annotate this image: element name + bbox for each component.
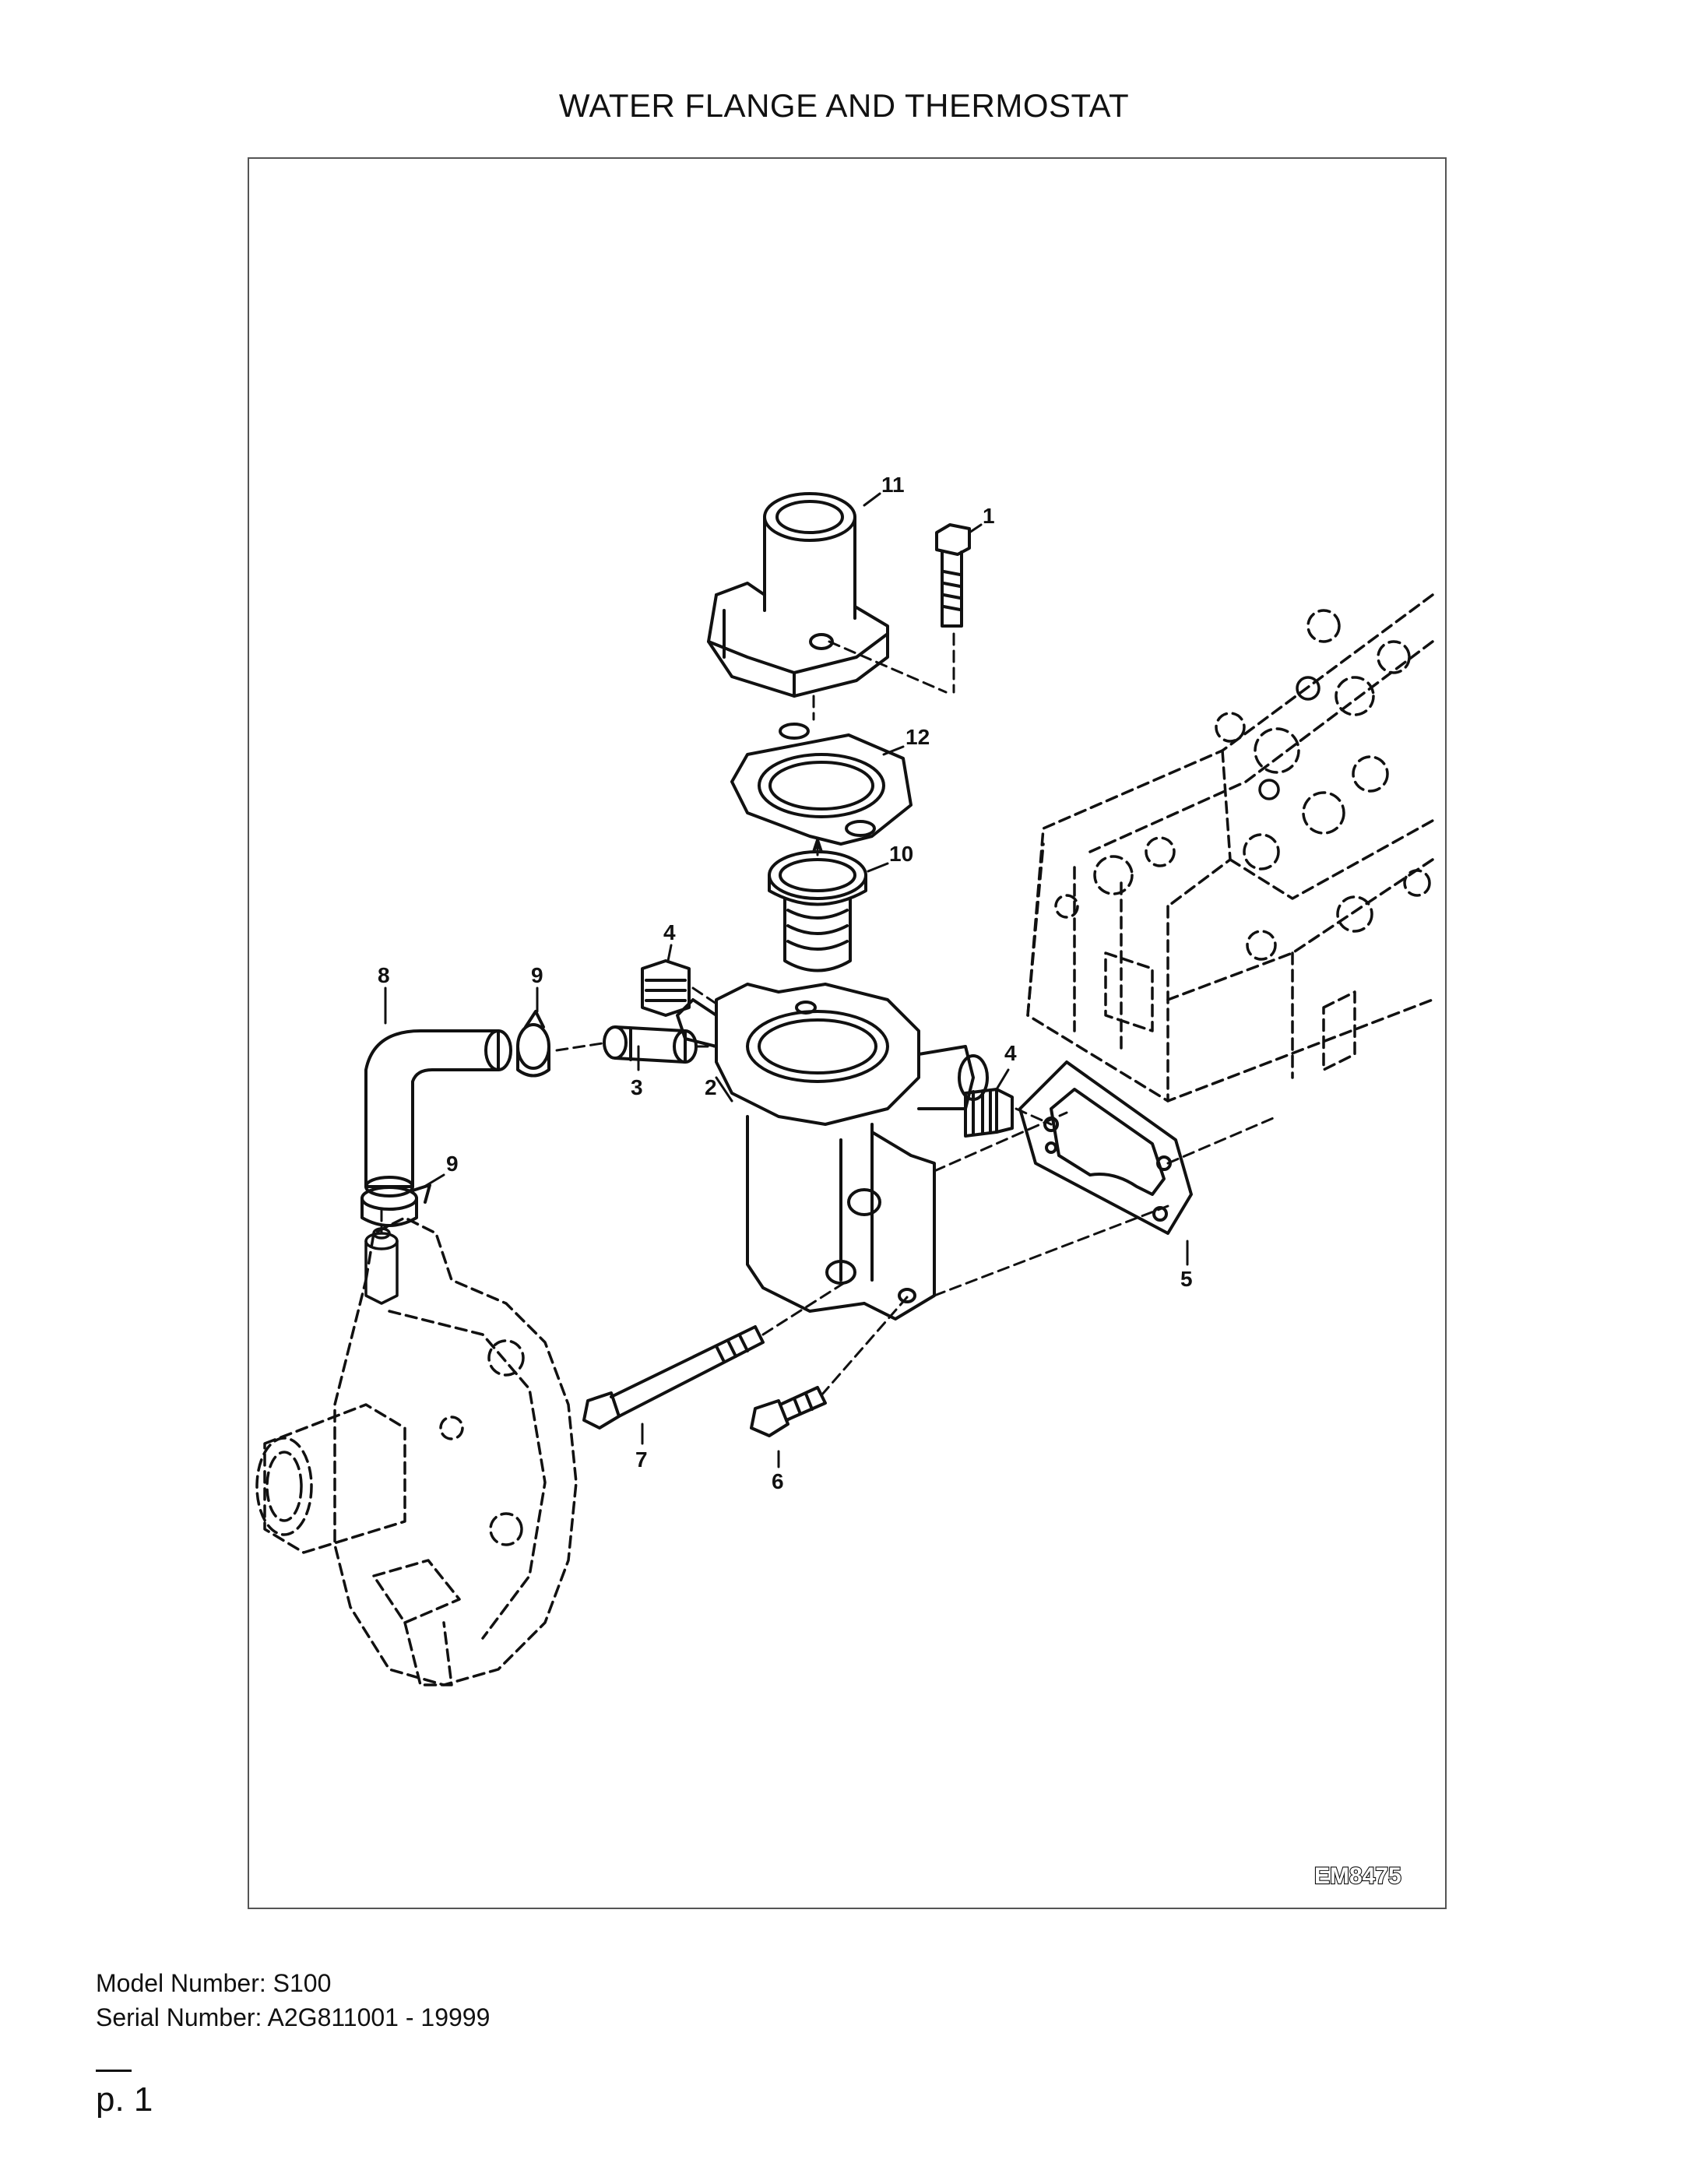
callout-leaders xyxy=(384,492,1189,1468)
water-pump-outline xyxy=(255,1216,578,1686)
part-4-plug-right xyxy=(964,1088,1014,1138)
page-number: p. 1 xyxy=(96,2080,153,2119)
page-rule xyxy=(96,2070,132,2072)
callout-5: 5 xyxy=(1180,1267,1193,1291)
part-8-hose xyxy=(364,1029,512,1198)
callout-7: 7 xyxy=(635,1447,648,1472)
part-6-short-bolt xyxy=(750,1386,827,1437)
cylinder-head-solid-ports xyxy=(1258,676,1321,800)
part-5-gasket xyxy=(1018,1060,1193,1235)
serial-number: Serial Number: A2G811001 - 19999 xyxy=(96,2003,491,2031)
callout-4-right: 4 xyxy=(1004,1041,1017,1065)
part-1-bolt xyxy=(935,523,971,628)
cylinder-head-outline xyxy=(1026,593,1434,1103)
drawing-code: EM8475 xyxy=(1314,1863,1401,1889)
callout-2: 2 xyxy=(705,1075,717,1099)
part-7-long-bolt xyxy=(582,1325,765,1430)
callout-3: 3 xyxy=(631,1075,643,1099)
callout-12: 12 xyxy=(906,725,930,749)
callout-4-upper: 4 xyxy=(663,920,676,944)
callout-8: 8 xyxy=(378,963,390,987)
callout-9-lower: 9 xyxy=(446,1152,459,1176)
model-number: Model Number: S100 xyxy=(96,1969,332,1997)
alignment-lines xyxy=(380,632,1278,1397)
water-pump-nipple xyxy=(364,1227,399,1305)
callout-9-upper: 9 xyxy=(531,963,543,987)
diagram-frame: 11 1 12 10 4 4 3 2 8 9 9 5 7 6 EM8475 xyxy=(248,157,1447,1909)
part-11-water-outlet xyxy=(707,492,889,698)
part-9-clamp-lower xyxy=(360,1183,431,1227)
part-10-thermostat xyxy=(768,839,867,972)
part-12-gasket xyxy=(730,723,913,846)
part-3-pipe xyxy=(603,1025,698,1064)
part-4-plug-left xyxy=(641,959,691,1017)
callout-6: 6 xyxy=(772,1469,784,1493)
callout-11: 11 xyxy=(881,473,905,497)
page-title: WATER FLANGE AND THERMOSTAT xyxy=(558,87,1130,124)
exploded-parts-diagram: 11 1 12 10 4 4 3 2 8 9 9 5 7 6 EM8475 xyxy=(255,473,1434,1890)
callout-1: 1 xyxy=(983,504,995,528)
model-info: Model Number: S100 Serial Number: A2G811… xyxy=(96,1966,490,2035)
part-2-housing xyxy=(676,983,989,1321)
callout-10: 10 xyxy=(889,842,913,866)
part-9-clamp-upper xyxy=(516,1010,550,1078)
